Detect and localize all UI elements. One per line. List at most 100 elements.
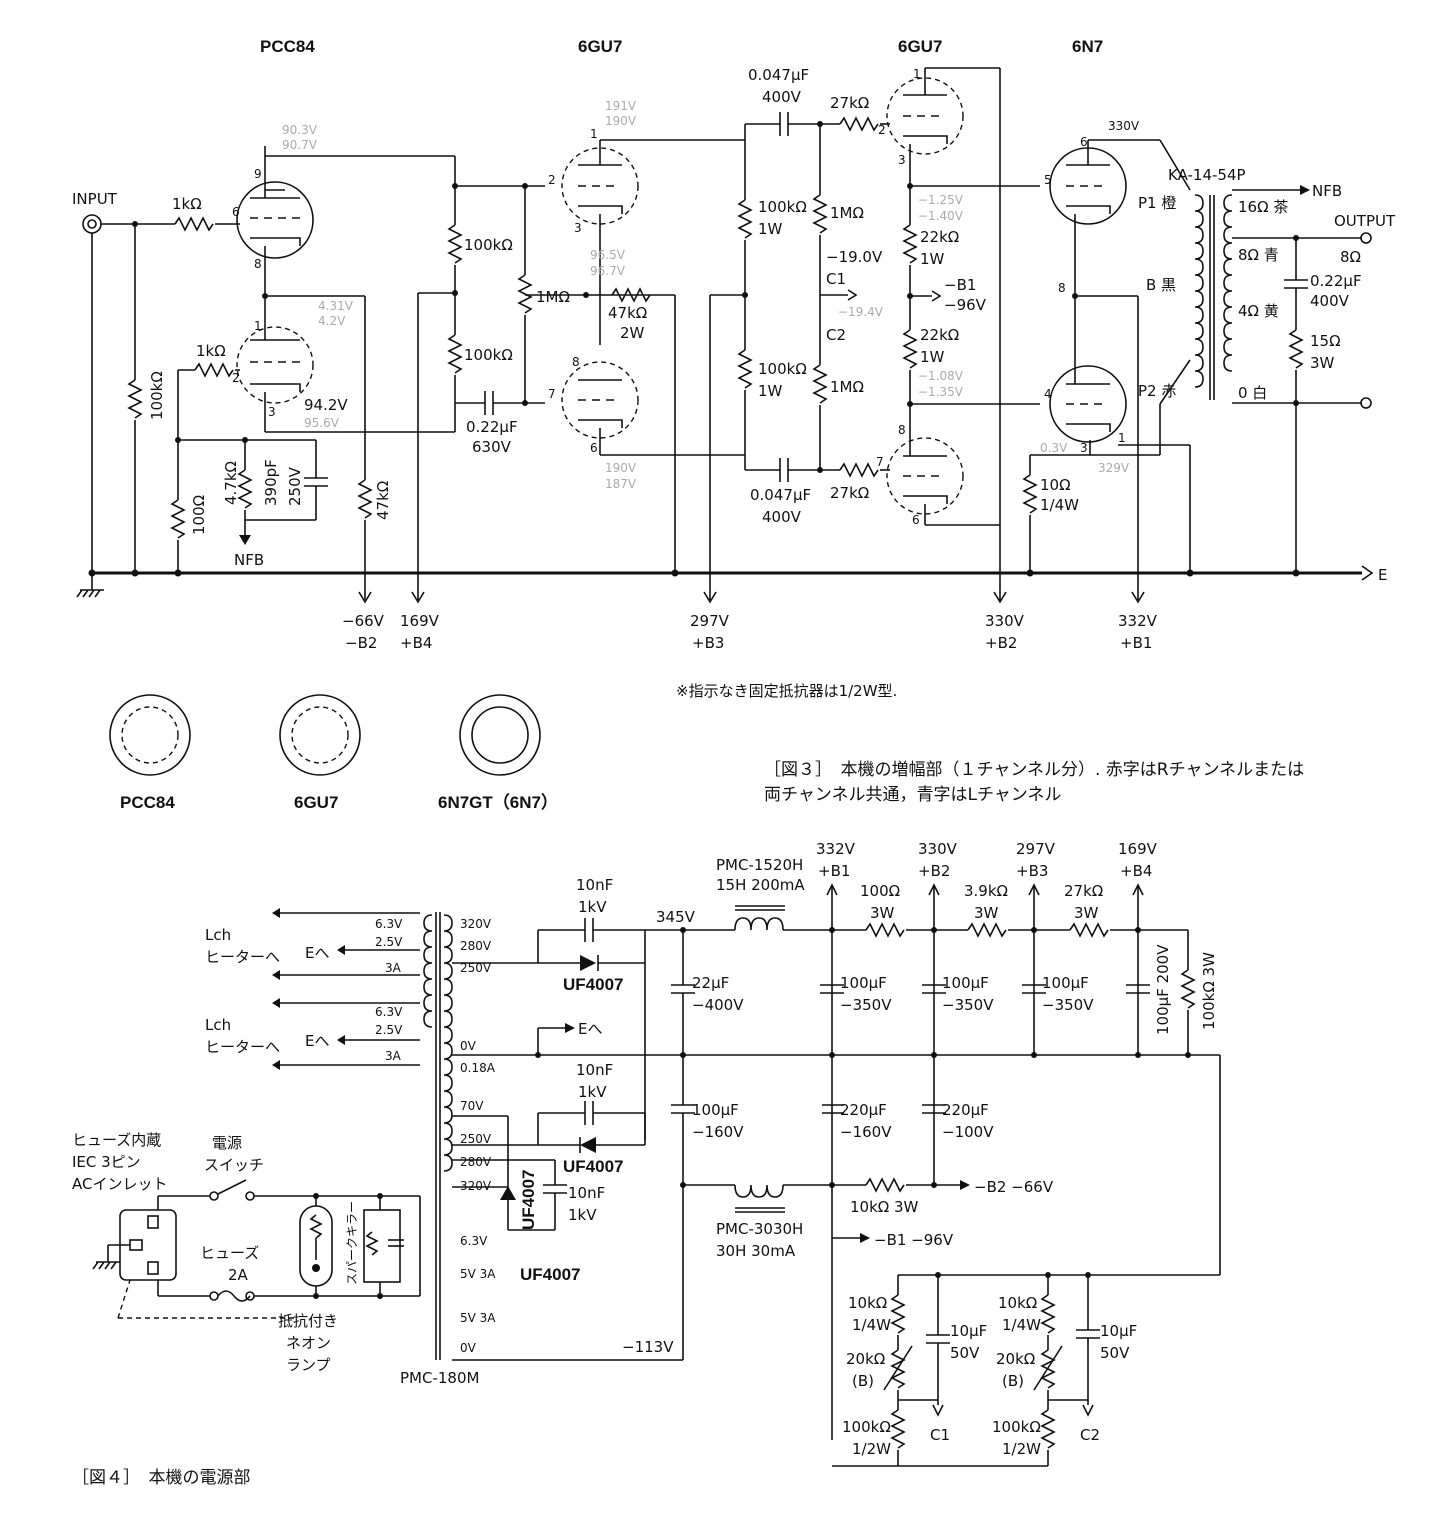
tube-6n7-lower — [1049, 296, 1127, 443]
svg-text:10μF: 10μF — [1100, 1322, 1137, 1340]
fig4-caption: ［図４］ 本機の電源部 — [72, 1468, 251, 1488]
svg-text:320V: 320V — [460, 1179, 492, 1193]
input-jack-icon[interactable] — [82, 214, 102, 234]
svg-text:C1: C1 — [826, 270, 846, 288]
arrow-icon — [960, 1180, 970, 1190]
svg-text:−19.0V: −19.0V — [826, 248, 883, 266]
svg-text:1MΩ: 1MΩ — [830, 378, 864, 396]
svg-text:3: 3 — [268, 405, 276, 419]
svg-text:−100V: −100V — [942, 1123, 994, 1141]
svg-text:22kΩ: 22kΩ — [920, 228, 959, 246]
tube-title-6n7: 6N7 — [1072, 37, 1103, 56]
svg-text:280V: 280V — [460, 939, 492, 953]
svg-text:400V: 400V — [762, 508, 802, 526]
svg-text:10kΩ 3W: 10kΩ 3W — [850, 1198, 919, 1216]
svg-text:NFB: NFB — [234, 551, 264, 569]
svg-text:1/4W: 1/4W — [1002, 1316, 1041, 1334]
svg-text:20kΩ: 20kΩ — [996, 1350, 1035, 1368]
svg-text:220μF: 220μF — [840, 1101, 887, 1119]
svg-text:1MΩ: 1MΩ — [830, 204, 864, 222]
resistor-100k-3w-bleed — [1181, 969, 1195, 1009]
svg-text:3A: 3A — [385, 961, 402, 975]
svg-text:100kΩ: 100kΩ — [758, 198, 807, 216]
svg-text:−B1 −96V: −B1 −96V — [874, 1231, 954, 1249]
svg-text:−66V: −66V — [342, 612, 385, 630]
svg-text:PMC-180M: PMC-180M — [400, 1369, 479, 1387]
svg-text:+B4: +B4 — [1120, 862, 1152, 880]
svg-text:1: 1 — [913, 67, 921, 81]
svg-text:P2 赤: P2 赤 — [1138, 382, 1176, 400]
resistor-1M — [518, 274, 532, 314]
svg-text:1W: 1W — [758, 220, 783, 238]
power-switch-icon[interactable] — [209, 1191, 219, 1201]
svg-text:Eへ: Eへ — [305, 1032, 329, 1050]
svg-text:94.2V: 94.2V — [304, 396, 348, 414]
svg-text:C2: C2 — [826, 326, 846, 344]
svg-text:100kΩ: 100kΩ — [992, 1418, 1041, 1436]
svg-text:ACインレット: ACインレット — [72, 1175, 167, 1193]
tube-6gu7-a-lower — [561, 361, 639, 455]
svg-text:4.7kΩ: 4.7kΩ — [222, 461, 240, 505]
svg-text:0.22μF: 0.22μF — [466, 418, 518, 436]
svg-text:297V: 297V — [690, 612, 730, 630]
svg-text:ヒーターへ: ヒーターへ — [205, 948, 280, 966]
svg-text:+B2: +B2 — [985, 634, 1017, 652]
pinout-6n7gt: 6N7GT（6N7） — [438, 694, 558, 812]
svg-text:PMC-1520H: PMC-1520H — [716, 856, 803, 874]
svg-text:190V: 190V — [605, 461, 637, 475]
resistor-100k-1w-b — [738, 349, 752, 389]
svg-text:−113V: −113V — [622, 1338, 674, 1356]
resistor-100-3w — [865, 923, 905, 937]
pinout-pcc84: PCC84 — [109, 694, 191, 812]
svg-text:100kΩ: 100kΩ — [758, 360, 807, 378]
svg-text:100kΩ 3W: 100kΩ 3W — [1200, 952, 1218, 1030]
svg-text:UF4007: UF4007 — [563, 1157, 623, 1176]
svg-text:100kΩ: 100kΩ — [464, 236, 513, 254]
svg-text:3: 3 — [898, 153, 906, 167]
resistor-1k-grid2 — [194, 363, 234, 377]
svg-text:3W: 3W — [870, 904, 895, 922]
arrow-icon — [860, 1233, 870, 1243]
svg-text:187V: 187V — [605, 477, 637, 491]
pinout-6gu7: 6GU7 — [279, 694, 361, 812]
resistor-10k-bias-a — [891, 1294, 905, 1334]
svg-text:P1 橙: P1 橙 — [1138, 194, 1176, 212]
svg-text:100μF: 100μF — [1042, 974, 1089, 992]
svg-text:OUTPUT: OUTPUT — [1334, 212, 1396, 230]
resistor-100k-input — [128, 379, 142, 419]
svg-text:6.3V: 6.3V — [375, 1005, 403, 1019]
svg-text:20kΩ: 20kΩ — [846, 1350, 885, 1368]
svg-text:5V 3A: 5V 3A — [460, 1311, 496, 1325]
svg-text:16Ω 茶: 16Ω 茶 — [1238, 198, 1288, 216]
svg-text:PCC84: PCC84 — [120, 793, 175, 812]
resistor-47k — [358, 479, 372, 519]
svg-text:1kV: 1kV — [578, 1083, 607, 1101]
svg-text:Lch: Lch — [205, 1016, 231, 1034]
output-terminal-icon[interactable] — [1360, 397, 1372, 409]
svg-text:330V: 330V — [1108, 119, 1140, 133]
svg-text:1/4W: 1/4W — [852, 1316, 891, 1334]
svg-text:4.2V: 4.2V — [318, 314, 346, 328]
svg-text:1kV: 1kV — [578, 898, 607, 916]
resistor-10-cathode — [1023, 474, 1037, 514]
svg-text:6: 6 — [912, 513, 920, 527]
svg-text:+B3: +B3 — [692, 634, 724, 652]
svg-text:6: 6 — [1080, 135, 1088, 149]
output-terminal-icon[interactable] — [1360, 232, 1372, 244]
resistor-22k-a — [903, 224, 917, 264]
svg-text:Eへ: Eへ — [305, 944, 329, 962]
svg-text:169V: 169V — [400, 612, 440, 630]
arrow-icon — [1361, 565, 1374, 581]
svg-text:27kΩ: 27kΩ — [1064, 882, 1103, 900]
svg-text:2: 2 — [548, 173, 556, 187]
svg-text:47kΩ: 47kΩ — [374, 481, 392, 520]
svg-text:4.31V: 4.31V — [318, 299, 354, 313]
svg-text:27kΩ: 27kΩ — [830, 484, 869, 502]
chassis-ground-icon — [76, 573, 104, 598]
svg-text:4: 4 — [1044, 387, 1052, 401]
svg-text:5: 5 — [1044, 173, 1052, 187]
svg-text:スパークキラー: スパークキラー — [345, 1201, 359, 1285]
resistor-22k-b — [903, 329, 917, 369]
svg-text:電源: 電源 — [212, 1134, 242, 1152]
arrow-icon — [565, 1023, 575, 1033]
